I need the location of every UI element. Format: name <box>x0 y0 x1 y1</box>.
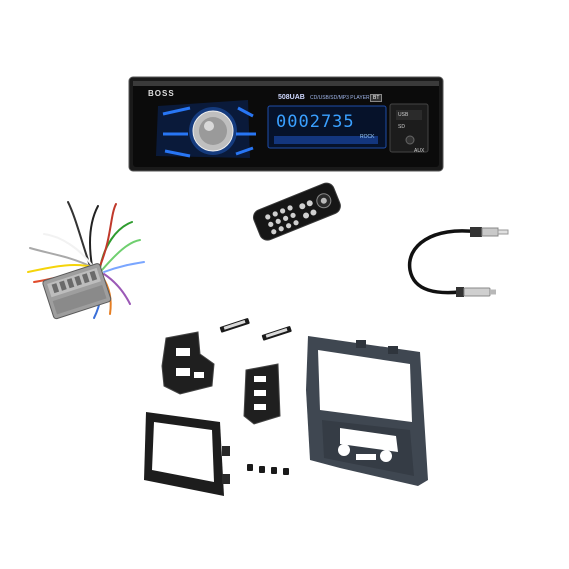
side-bracket-left <box>158 328 218 400</box>
trim-clips <box>218 314 298 344</box>
side-bracket-right <box>240 360 284 430</box>
remote-control <box>248 176 344 248</box>
car-stereo-head-unit: BOSS 508UAB CD/USB/SD/MP3 PLAYER BT 0002… <box>128 76 444 172</box>
subtitle-label: CD/USB/SD/MP3 PLAYER <box>310 95 370 101</box>
wiring-harness <box>20 196 148 324</box>
antenna-adapter <box>402 220 514 304</box>
dash-bezel <box>300 330 432 492</box>
brand-logo: BOSS <box>148 89 175 98</box>
eq-label: ROCK <box>360 134 375 140</box>
usb-label: USB <box>398 112 409 118</box>
model-label: 508UAB <box>278 94 305 101</box>
double-din-frame <box>140 408 234 498</box>
sd-label: SD <box>398 124 405 130</box>
aux-label: AUX <box>414 148 425 154</box>
bt-badge: BT <box>370 94 383 102</box>
display-readout: 0002735 <box>276 112 355 132</box>
screws <box>244 460 296 480</box>
